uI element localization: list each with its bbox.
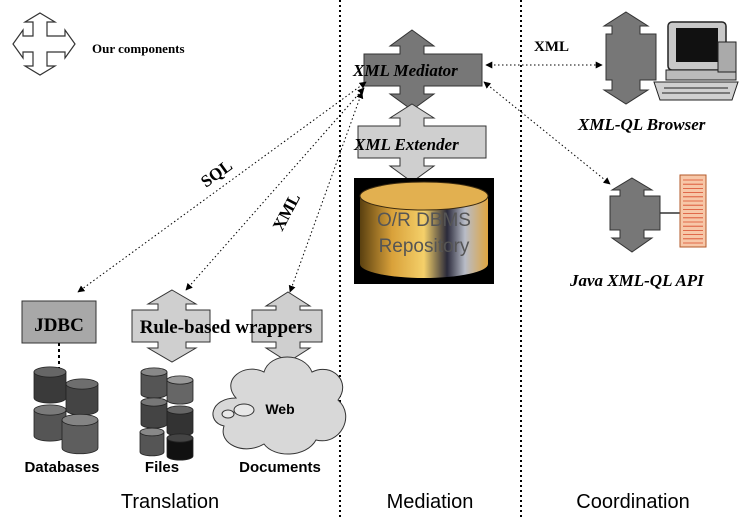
legend-double-arrow-icon <box>12 12 76 76</box>
cylinder-shape <box>33 404 67 442</box>
column-label-translation: Translation <box>121 491 219 513</box>
database-cylinders-icon <box>33 366 99 455</box>
browser-arrow-icon <box>602 11 657 105</box>
browser-link-label: XML <box>534 39 569 55</box>
documents-label: Documents <box>239 459 321 476</box>
repository-label-line1: O/R DBMS <box>377 210 471 231</box>
cloud-icon <box>212 356 347 455</box>
repository-cylinder <box>354 178 494 284</box>
rule-wrappers-label: Rule-based wrappers <box>140 317 313 338</box>
cylinder-shape <box>140 367 168 399</box>
cylinder-shape <box>61 413 99 455</box>
mediator-api-link <box>483 81 611 185</box>
cylinder-shape <box>65 378 99 416</box>
sql-link-label: SQL <box>197 156 236 191</box>
xml-link-label: XML <box>269 190 304 234</box>
xml-extender-label: XML Extender <box>353 135 459 154</box>
files-label: Files <box>145 459 179 476</box>
column-label-coordination: Coordination <box>576 491 689 513</box>
mediator-jdbc-link <box>77 81 367 293</box>
api-label: Java XML-QL API <box>569 271 705 290</box>
file-cylinders-icon <box>139 367 194 461</box>
cylinder-shape <box>33 366 67 404</box>
legend-label: Our components <box>92 41 185 56</box>
mediator-documents-link <box>288 91 364 293</box>
browser-label: XML-QL Browser <box>577 115 706 134</box>
cylinder-shape <box>139 427 165 457</box>
api-arrow-icon <box>609 177 680 253</box>
jdbc-label: JDBC <box>34 315 84 336</box>
mediator-files-link <box>185 87 365 291</box>
repository-label-line2: Repository <box>379 236 470 257</box>
web-label: Web <box>265 401 294 417</box>
cylinder-shape <box>166 375 194 405</box>
cylinder-shape <box>166 433 194 461</box>
computer-icon <box>653 21 739 101</box>
column-label-mediation: Mediation <box>387 491 474 513</box>
xml-mediator-label: XML Mediator <box>352 61 458 80</box>
cylinder-shape <box>140 397 168 429</box>
databases-label: Databases <box>24 459 99 476</box>
rule-wrapper-arrow-files <box>131 289 211 363</box>
cylinder-shape <box>166 405 194 437</box>
jdbc-component <box>21 300 97 344</box>
code-panel-icon <box>679 174 707 248</box>
